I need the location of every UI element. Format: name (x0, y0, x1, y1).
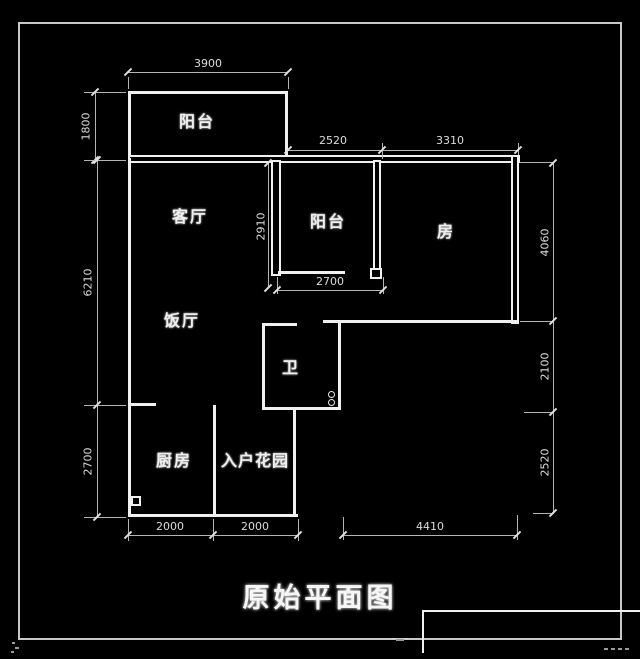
door-jamb-mid-balcony (370, 268, 382, 279)
dim-ext (383, 277, 384, 294)
wall-bath-left (262, 323, 265, 410)
dim-line-top-chain (288, 150, 518, 151)
wall-kitchen-top-stub (128, 403, 156, 406)
wall-balcony-bedroom-divider (373, 160, 381, 276)
dim-line-1800 (95, 92, 96, 160)
wall-bath-top (262, 323, 297, 326)
dim-text-4410: 4410 (416, 520, 444, 533)
room-label-kitchen: 厨房 (155, 451, 192, 470)
wall-kitchen-garden-divider (213, 405, 216, 517)
dim-text-1800: 1800 (79, 112, 93, 141)
tick-mark (618, 648, 622, 650)
dim-ext (213, 519, 214, 541)
wall-top-balcony-top (128, 91, 288, 94)
wall-unit-top (128, 155, 520, 163)
dim-line-right-chain (553, 163, 554, 513)
dim-text-2520-top: 2520 (319, 134, 347, 147)
wall-top-balcony-right (285, 91, 288, 160)
dim-line-2910 (268, 163, 269, 288)
tick-mark (625, 648, 629, 650)
dim-ext (343, 517, 344, 540)
wall-garden-right (293, 410, 296, 517)
dim-line-2700-balcony (277, 290, 383, 291)
dim-text-2000-kitchen: 2000 (156, 520, 184, 533)
dim-ext (277, 277, 278, 294)
dim-ext (533, 513, 554, 514)
dim-ext (128, 519, 129, 541)
wall-top-balcony-left (128, 91, 131, 160)
room-label-living: 客厅 (171, 207, 208, 226)
dim-text-2520-right: 2520 (538, 448, 552, 477)
dim-text-2000-garden: 2000 (241, 520, 269, 533)
tick-mark (611, 648, 615, 650)
dim-ext (298, 519, 299, 541)
wall-bath-bottom (262, 407, 341, 410)
wall-mid-balcony-bottom (278, 271, 345, 274)
tick-mark (604, 648, 608, 650)
dim-line-3900 (128, 72, 288, 73)
floor-drain-icon (328, 399, 335, 406)
wall-unit-left (128, 158, 131, 516)
dim-text-3900: 3900 (194, 57, 222, 70)
tick-mark (15, 647, 19, 649)
drawing-border (18, 22, 622, 640)
dim-ext (84, 405, 126, 406)
dim-ext (288, 77, 289, 89)
dim-ext (520, 321, 554, 322)
wall-unit-right (511, 155, 519, 324)
dim-text-6210: 6210 (81, 268, 95, 297)
dim-text-2700-balcony: 2700 (316, 275, 344, 288)
column-symbol (131, 496, 141, 506)
floor-drain-icon (328, 391, 335, 398)
dim-text-2910: 2910 (254, 212, 268, 241)
dim-text-2100: 2100 (538, 352, 552, 381)
dim-text-4060: 4060 (538, 228, 552, 257)
dim-ext (128, 77, 129, 89)
dim-ext (520, 162, 554, 163)
wall-bedroom-bottom (323, 320, 517, 323)
dim-ext (517, 515, 518, 540)
room-label-dining: 饭厅 (163, 311, 200, 330)
room-label-balcony-mid: 阳台 (309, 212, 346, 231)
wall-living-balcony-divider (271, 160, 281, 276)
room-label-bedroom: 房 (436, 222, 455, 241)
dim-ext (524, 412, 554, 413)
room-label-bath: 卫 (281, 358, 300, 377)
title-block-left-line (422, 610, 424, 653)
room-label-entry-garden: 入户花园 (220, 451, 289, 470)
dim-line-4410 (343, 535, 517, 536)
plan-title: 原始平面图 (242, 583, 398, 614)
title-block-top-line (422, 610, 640, 612)
tick-mark (11, 651, 14, 653)
dim-line-left-chain (97, 160, 98, 517)
dim-ext (84, 160, 126, 161)
tick-mark (12, 642, 15, 644)
wall-bath-right (338, 320, 341, 410)
dim-ext (84, 517, 126, 518)
dim-text-2700-left: 2700 (81, 447, 95, 476)
dim-ext (84, 92, 126, 93)
dim-text-3310: 3310 (436, 134, 464, 147)
dim-ext (382, 143, 383, 159)
room-label-balcony-top: 阳台 (178, 112, 215, 131)
tick-mark (396, 639, 404, 641)
